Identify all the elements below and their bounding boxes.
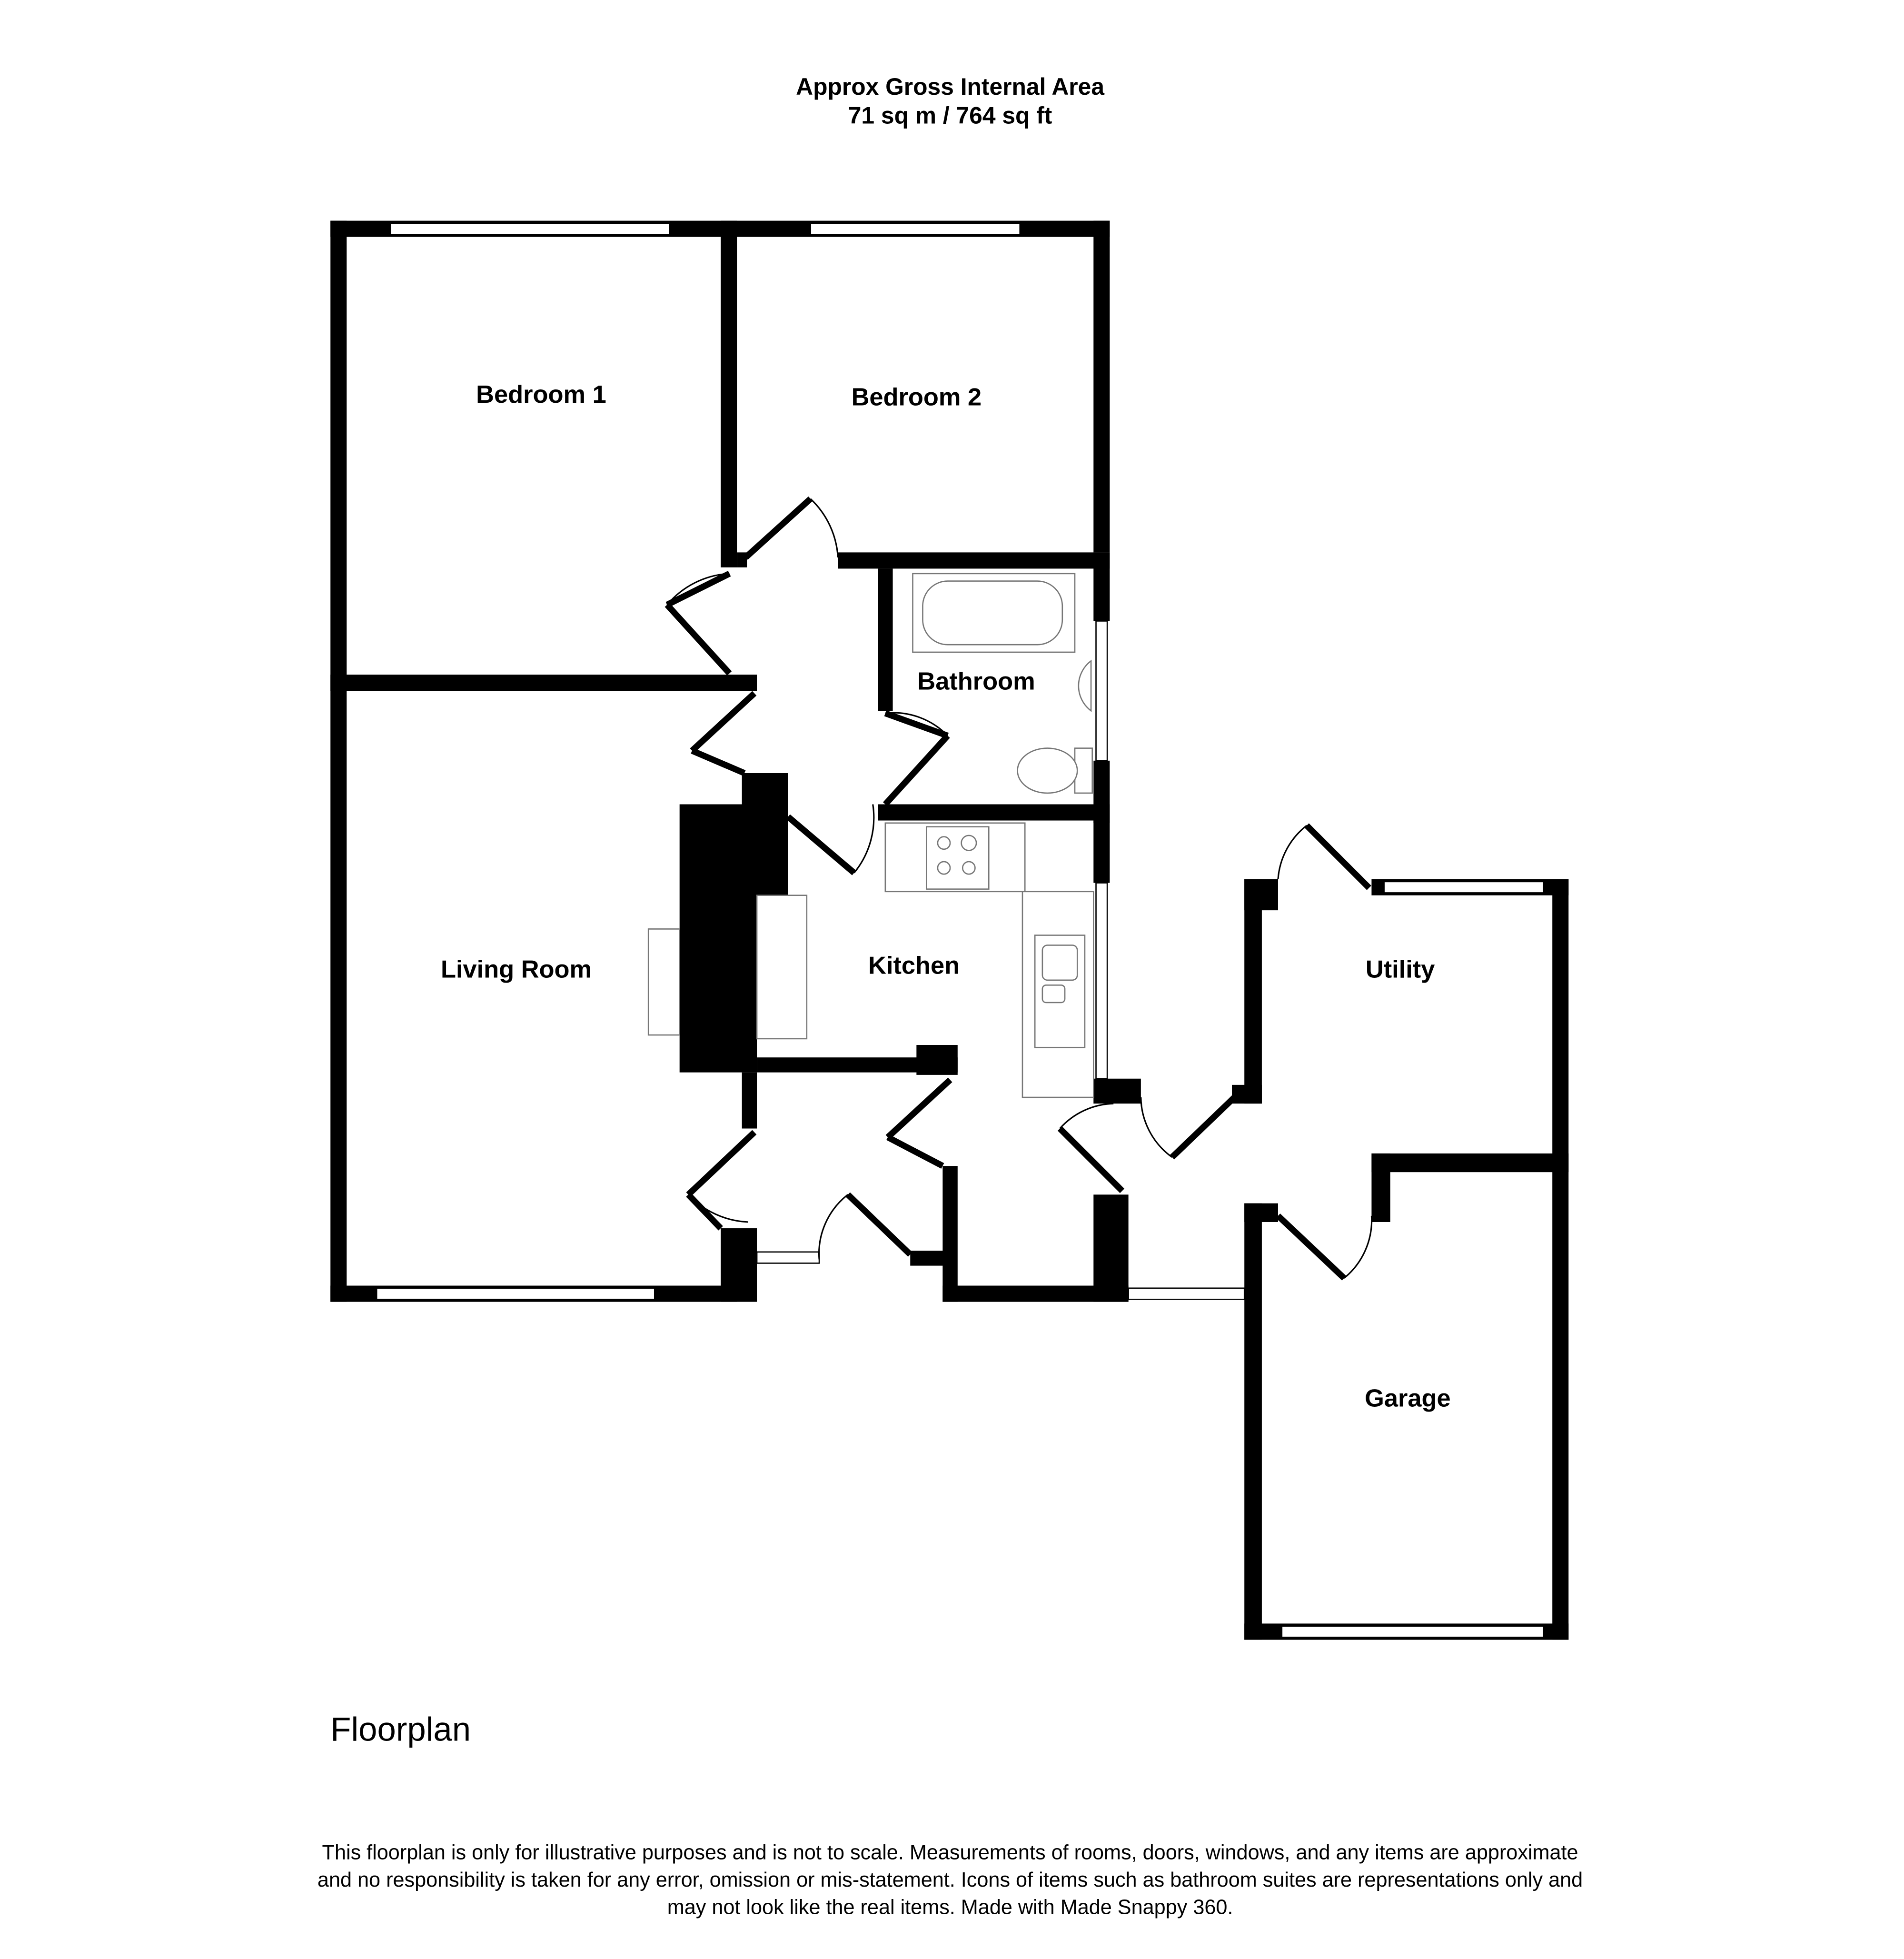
- window: [1128, 1287, 1245, 1300]
- room-label-bedroom-1: Bedroom 1: [476, 381, 606, 408]
- toilet-bowl: [1017, 747, 1078, 794]
- room-label-utility: Utility: [1366, 956, 1435, 984]
- window: [1095, 620, 1108, 762]
- fireplace: [647, 928, 680, 1036]
- window: [756, 1251, 820, 1264]
- hearth: [756, 895, 808, 1040]
- area-value: 71 sq m / 764 sq ft: [848, 102, 1052, 129]
- room-label-bedroom-2: Bedroom 2: [852, 383, 982, 411]
- room-label-bathroom: Bathroom: [917, 668, 1035, 696]
- hob: [925, 826, 990, 890]
- fixtures: [647, 573, 1094, 1098]
- window: [389, 222, 671, 235]
- room-label-garage: Garage: [1365, 1385, 1450, 1412]
- room-label-living-room: Living Room: [441, 956, 592, 984]
- window: [810, 222, 1021, 235]
- room-label-kitchen: Kitchen: [868, 952, 960, 980]
- area-title: Approx Gross Internal Area: [796, 73, 1104, 100]
- washbasin: [1078, 659, 1092, 712]
- window: [1383, 881, 1545, 894]
- disclaimer-line-1: This floorplan is only for illustrative …: [322, 1841, 1578, 1864]
- window: [376, 1287, 655, 1300]
- disclaimer-line-2: and no responsibility is taken for any e…: [317, 1869, 1583, 1891]
- window: [1281, 1625, 1545, 1638]
- disclaimer-line-3: may not look like the real items. Made w…: [667, 1896, 1233, 1919]
- doors: [664, 496, 1373, 1281]
- window: [1095, 882, 1108, 1080]
- floor-label: Floorplan: [330, 1710, 471, 1748]
- walls: [330, 220, 1569, 1640]
